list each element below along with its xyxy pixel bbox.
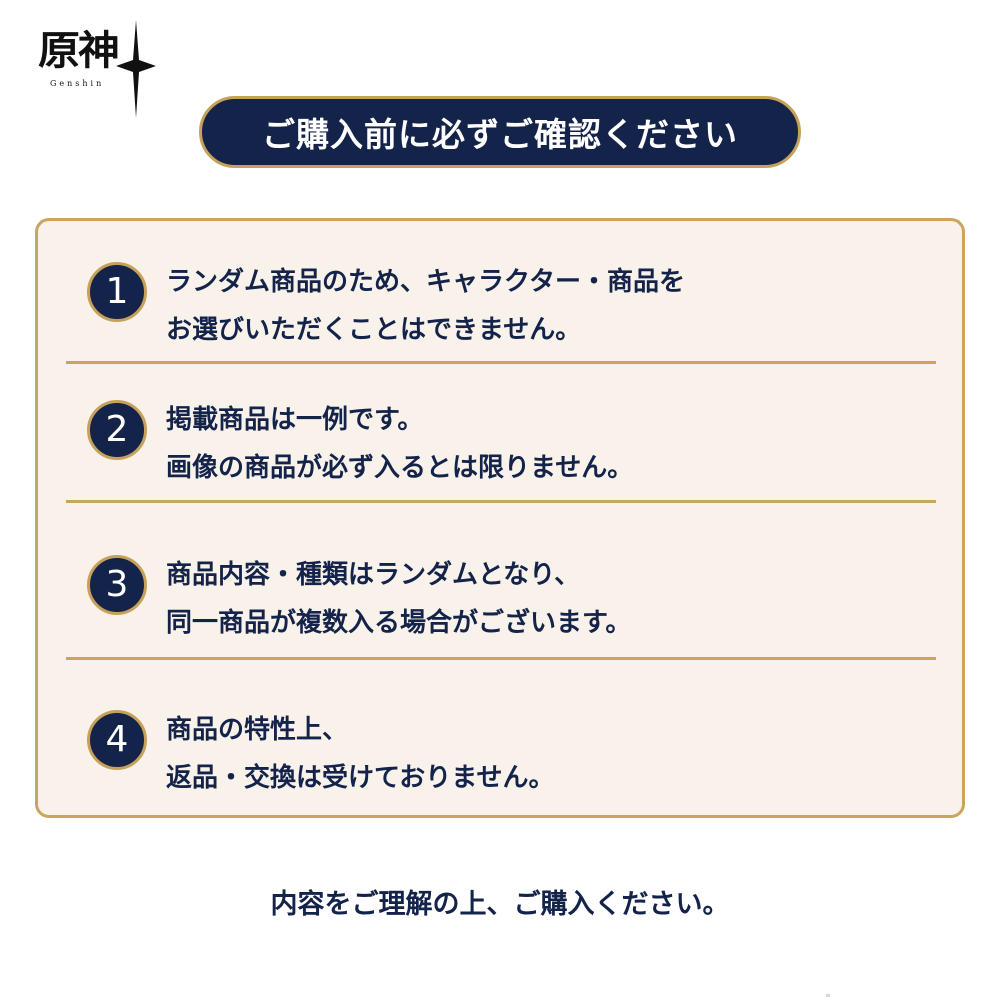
notice-line: ランダム商品のため、キャラクター・商品を (166, 267, 685, 297)
number-badge-label: 4 (105, 719, 129, 760)
logo-subtitle: Genshin (50, 79, 105, 88)
notice-line: 掲載商品は一例です。 (166, 405, 424, 435)
number-badge: 3 (87, 555, 147, 615)
notice-item: 4 商品の特性上、 返品・交換は受けておりません。 (38, 688, 962, 793)
number-badge: 1 (87, 262, 147, 322)
number-badge-label: 1 (105, 271, 129, 312)
number-badge: 2 (87, 400, 147, 460)
number-badge-label: 2 (105, 409, 129, 450)
notice-line: 商品の特性上、 (166, 715, 349, 745)
notice-text: 商品の特性上、 返品・交換は受けておりません。 (166, 706, 554, 802)
number-badge-label: 3 (105, 564, 129, 605)
divider (66, 500, 936, 503)
number-badge: 4 (87, 710, 147, 770)
page-title-banner: ご購入前に必ずご確認ください (199, 96, 801, 168)
notice-text: ランダム商品のため、キャラクター・商品を お選びいただくことはできません。 (166, 258, 685, 354)
notice-item: 1 ランダム商品のため、キャラクター・商品を お選びいただくことはできません。 (38, 240, 962, 345)
genshin-logo: 原神 Genshin (36, 20, 156, 118)
closing-note: 内容をご理解の上、ご購入ください。 (270, 889, 730, 920)
notice-line: お選びいただくことはできません。 (166, 315, 582, 345)
divider (66, 361, 936, 364)
notice-text: 商品内容・種類はランダムとなり、 同一商品が複数入る場合がございます。 (166, 551, 631, 647)
notice-text: 掲載商品は一例です。 画像の商品が必ず入るとは限りません。 (166, 396, 633, 492)
page-title: ご購入前に必ずご確認ください (262, 115, 738, 154)
notice-line: 返品・交換は受けておりません。 (166, 763, 555, 793)
notice-panel: 1 ランダム商品のため、キャラクター・商品を お選びいただくことはできません。 … (35, 218, 965, 818)
notice-item: 2 掲載商品は一例です。 画像の商品が必ず入るとは限りません。 (38, 378, 962, 483)
divider (66, 657, 936, 660)
notice-item: 3 商品内容・種類はランダムとなり、 同一商品が複数入る場合がございます。 (38, 533, 962, 638)
four-point-star-icon (116, 20, 156, 118)
corner-mark (826, 994, 830, 997)
notice-line: 同一商品が複数入る場合がございます。 (166, 608, 632, 638)
logo-title: 原神 (38, 27, 120, 74)
notice-line: 画像の商品が必ず入るとは限りません。 (166, 453, 634, 483)
notice-line: 商品内容・種類はランダムとなり、 (166, 560, 581, 590)
